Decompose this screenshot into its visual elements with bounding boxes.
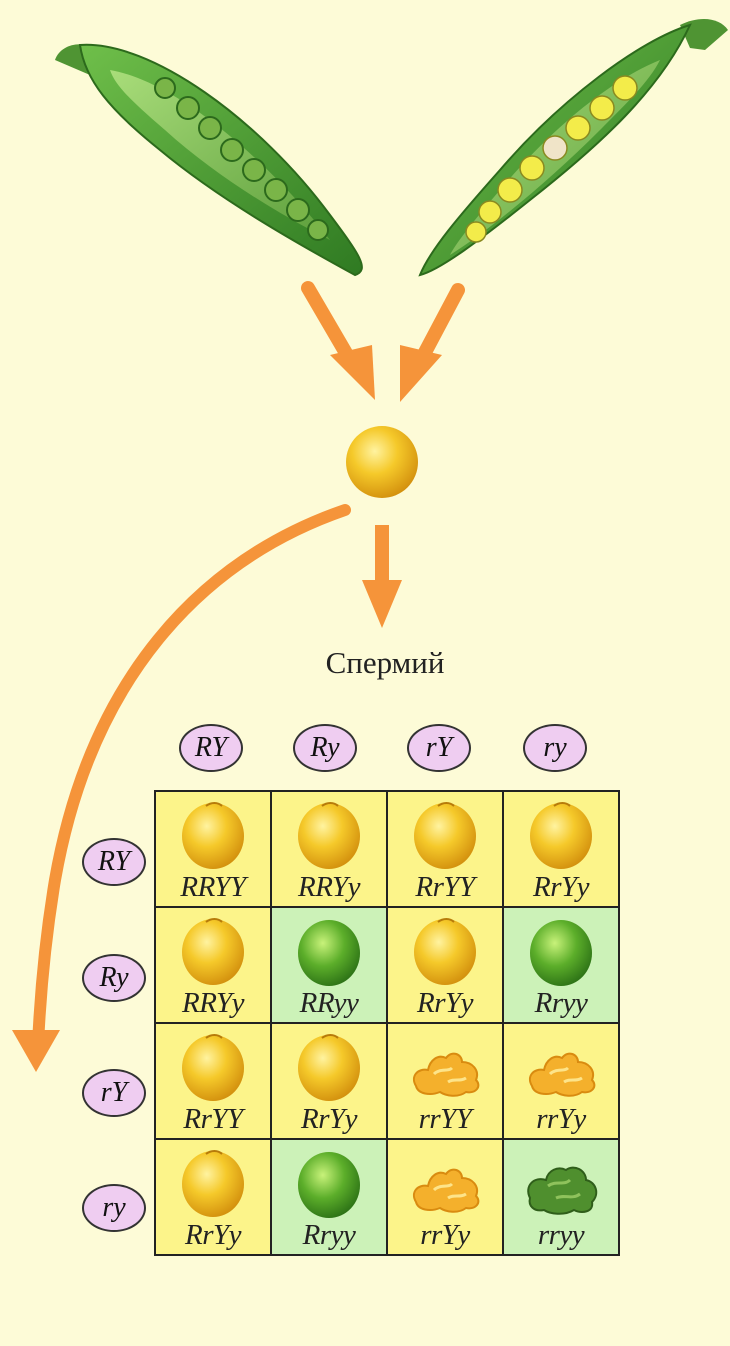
curved-arrow-left <box>12 504 351 1072</box>
punnett-cell-2-1: RRYy <box>156 908 270 1022</box>
genotype-label: rrYy <box>536 1103 586 1135</box>
genotype-label: rrYY <box>418 1103 472 1135</box>
punnett-cell-4-1: RrYy <box>156 1140 270 1254</box>
punnett-cell-3-1: RrYY <box>156 1024 270 1138</box>
left-pod-seeds <box>154 77 329 241</box>
punnett-cell-1-1: RRYY <box>156 792 270 906</box>
genotype-label: RRYy <box>182 987 244 1019</box>
punnett-cell-1-4: RrYy <box>504 792 618 906</box>
genotype-label: RRyy <box>299 987 359 1019</box>
row-gamete-RY: RY <box>82 838 146 886</box>
row-gamete-rY: rY <box>82 1069 146 1117</box>
row-gamete-ry: ry <box>82 1184 146 1232</box>
punnett-cell-3-4: rrYy <box>504 1024 618 1138</box>
f1-yellow-seed <box>346 426 418 498</box>
punnett-cell-4-3: rrYy <box>388 1140 502 1254</box>
genotype-label: RrYy <box>301 1103 358 1135</box>
genotype-label: RrYy <box>417 987 474 1019</box>
genotype-label: rrYy <box>420 1219 470 1251</box>
punnett-cell-4-4: rryy <box>504 1140 618 1254</box>
genotype-label: Rryy <box>534 987 588 1019</box>
genotype-label: rryy <box>537 1219 585 1251</box>
arrow-from-right-pod <box>400 283 465 402</box>
column-gamete-rY: rY <box>407 724 471 772</box>
genotype-label: RrYY <box>183 1103 243 1135</box>
punnett-cell-2-4: Rryy <box>504 908 618 1022</box>
column-gamete-Ry: Ry <box>293 724 357 772</box>
punnett-cell-1-2: RRYy <box>272 792 386 906</box>
punnett-cell-2-3: RrYy <box>388 908 502 1022</box>
sperm-label: Спермий <box>325 645 445 680</box>
genotype-label: RRYY <box>180 871 246 903</box>
punnett-cell-1-3: RrYY <box>388 792 502 906</box>
left-pea-pod <box>55 43 363 277</box>
genotype-label: RrYy <box>185 1219 242 1251</box>
punnett-cell-2-2: RRyy <box>272 908 386 1022</box>
column-gamete-RY: RY <box>179 724 243 772</box>
right-pod-seeds <box>465 75 638 243</box>
row-gamete-Ry: Ry <box>82 954 146 1002</box>
genotype-label: RRYy <box>298 871 360 903</box>
genotype-label: RrYY <box>415 871 475 903</box>
punnett-cell-4-2: Rryy <box>272 1140 386 1254</box>
punnett-cell-3-2: RrYy <box>272 1024 386 1138</box>
punnett-cell-3-3: rrYY <box>388 1024 502 1138</box>
right-pea-pod <box>418 18 728 277</box>
column-gamete-ry: ry <box>523 724 587 772</box>
arrow-from-left-pod <box>301 281 375 400</box>
genotype-label: RrYy <box>533 871 590 903</box>
arrow-down-to-grid <box>362 525 402 628</box>
genotype-label: Rryy <box>302 1219 356 1251</box>
